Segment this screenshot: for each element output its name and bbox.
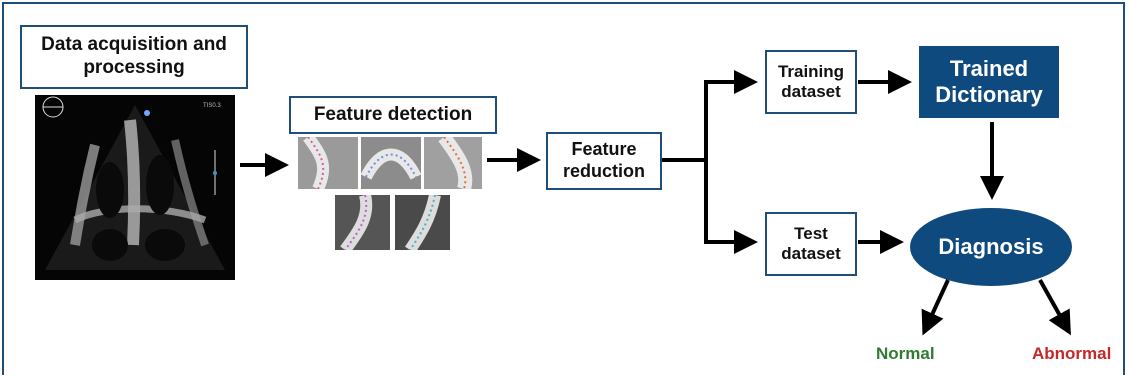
feature-reduction-label: Feature reduction — [562, 139, 645, 181]
data-acquisition-label: Data acquisition and processing — [41, 34, 227, 78]
test-dataset-box: Test dataset — [765, 212, 857, 276]
arrow-to-abnormal — [1038, 279, 1071, 336]
training-dataset-box: Training dataset — [765, 50, 857, 114]
echo-drawing: TIS0.3 — [42, 96, 225, 270]
test-dataset-label: Test dataset — [781, 223, 841, 263]
diagnosis-label: Diagnosis — [938, 234, 1044, 259]
feature-reduction-box: Feature reduction — [546, 132, 662, 190]
echocardiogram-image: TIS0.3 — [35, 95, 235, 280]
arrow-to-training — [704, 70, 758, 240]
trained-dictionary-label: Trained Dictionary — [935, 55, 1043, 107]
feature-thumbnail-5 — [395, 195, 450, 250]
data-acquisition-box: Data acquisition and processing — [20, 25, 248, 89]
arrow-to-test — [704, 160, 758, 254]
normal-label: Normal — [876, 344, 935, 363]
feature-detection-label: Feature detection — [313, 103, 473, 125]
training-dataset-label: Training dataset — [777, 61, 845, 101]
diagnosis-ellipse: Diagnosis — [910, 208, 1072, 286]
echo-scale-label: TIS0.3 — [203, 103, 221, 109]
feature-thumbnail-1 — [298, 137, 358, 189]
feature-thumbnail-3 — [424, 137, 482, 189]
feature-detection-box: Feature detection — [289, 96, 497, 134]
arrow-to-normal — [921, 279, 950, 336]
feature-thumbnail-2 — [361, 137, 421, 189]
feature-thumbnail-4 — [335, 195, 390, 250]
trained-dictionary-box: Trained Dictionary — [919, 46, 1059, 118]
abnormal-label: Abnormal — [1032, 344, 1112, 363]
